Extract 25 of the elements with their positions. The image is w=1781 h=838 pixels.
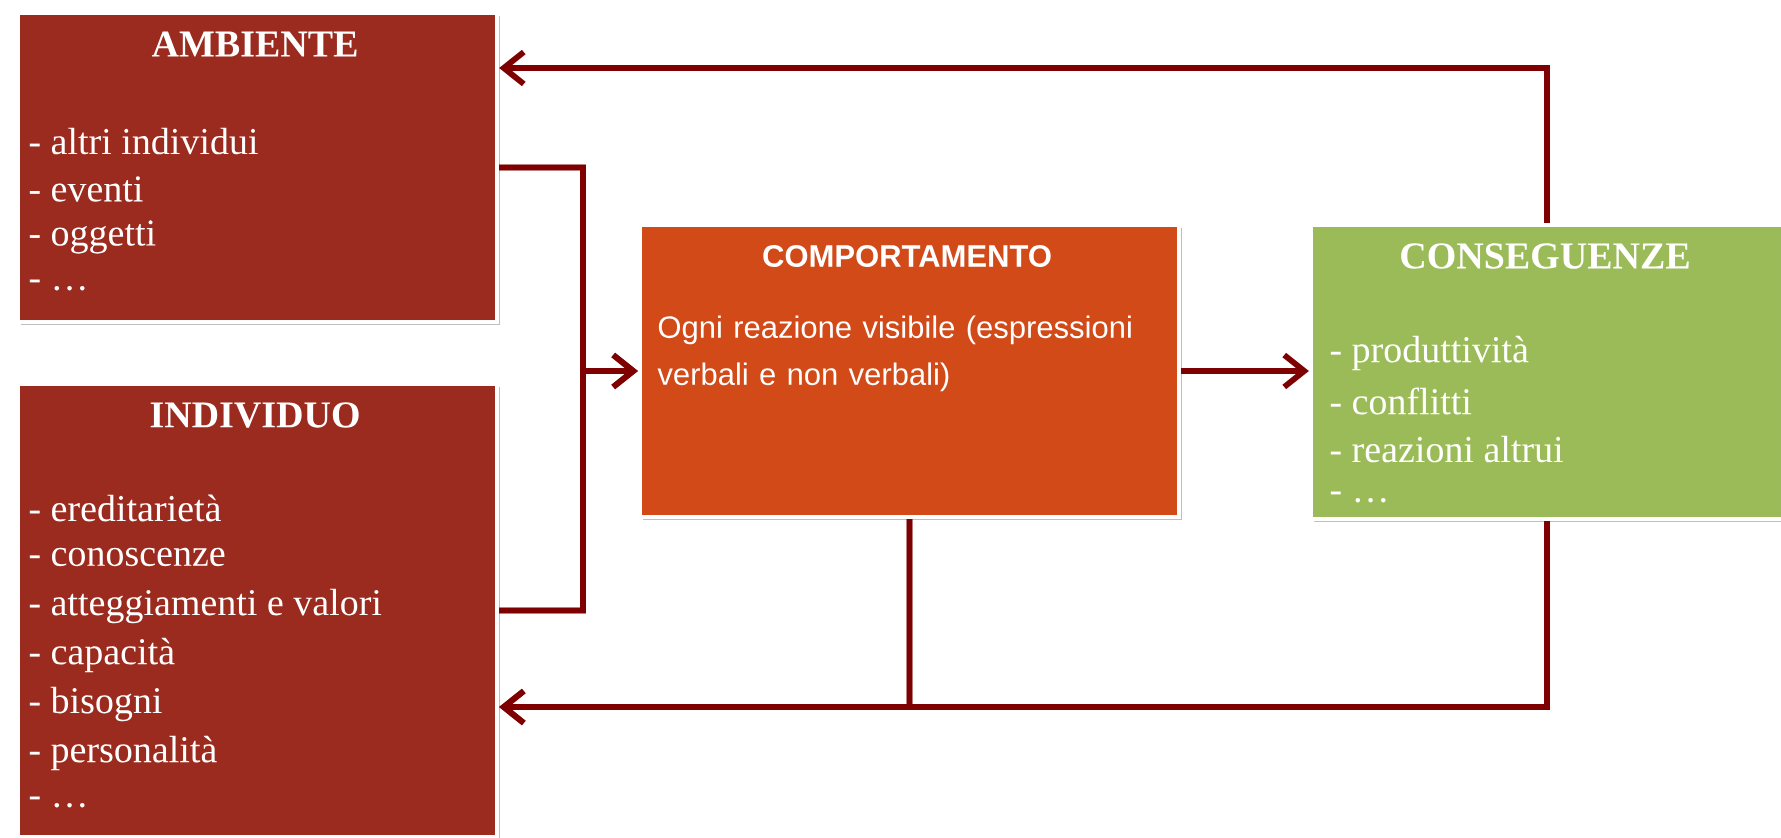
box-heading: COMPORTAMENTO <box>763 245 1051 267</box>
list-item: - … <box>29 279 85 291</box>
list-item: - eventi <box>29 176 143 202</box>
process-box <box>1309 223 1781 522</box>
box-heading: INDIVIDUO <box>150 402 359 428</box>
box-text: Ogni reazione visibile (espressioni verbali e non verbali) <box>657 315 1131 392</box>
list-item: - … <box>29 796 85 808</box>
list-item: - altri individui <box>29 127 258 155</box>
list-item: - personalità <box>29 735 217 771</box>
box-heading: CONSEGUENZE <box>1401 243 1689 269</box>
arrow <box>1181 352 1310 390</box>
list-item: - atteggiamenti e valori <box>29 588 382 624</box>
list-item: - conoscenze <box>29 547 225 567</box>
list-item: - conflitti <box>1330 387 1472 415</box>
list-item: - oggetti <box>29 220 156 254</box>
list-item: - … <box>1330 491 1386 503</box>
list-item: - reazioni altrui <box>1330 435 1563 463</box>
box-heading: AMBIENTE <box>151 31 357 57</box>
arrow <box>499 352 638 614</box>
process-box <box>16 382 500 838</box>
list-item: - capacità <box>29 637 175 673</box>
list-item: - produttività <box>1330 335 1529 371</box>
list-item: - bisogni <box>29 686 162 722</box>
list-item: - ereditarietà <box>29 494 221 522</box>
arrow <box>499 49 1550 223</box>
